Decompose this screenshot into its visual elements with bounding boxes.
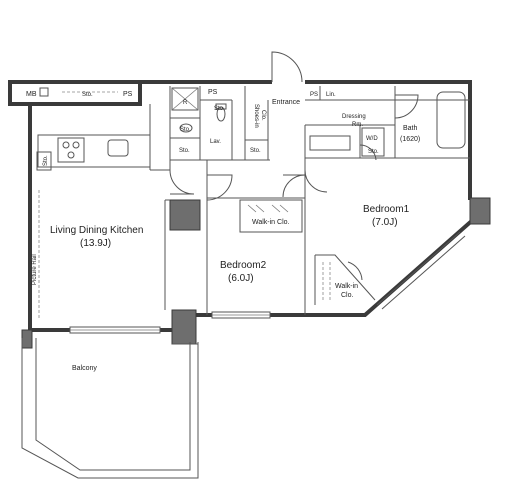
label-ps-left: PS [123,91,133,98]
label-ldk: Living Dining Kitchen [50,225,143,236]
label-r: R [183,100,188,106]
doors [169,51,419,281]
exterior-walls [8,80,477,332]
label-entrance: Entrance [272,99,300,106]
windows [69,231,466,334]
label-ps-right: PS [310,92,318,98]
label-bed1-size: (7.0J) [372,217,398,228]
label-sto-wc: Sto. [214,106,225,112]
bathtub [436,91,466,149]
label-sto-top: Sto. [82,92,93,98]
label-dressing-2: Rm. [352,122,363,128]
label-ldk-size: (13.9J) [80,238,111,249]
column-bottom [171,309,197,345]
label-mb: MB [26,91,37,98]
label-bath: Bath [403,125,418,132]
labels: MB Sto. PS R PS Sto. Lav. Sto. Sto. Sto.… [26,89,420,372]
label-shoes-2: Clo. [260,110,266,121]
label-sto-core: Sto. [250,148,261,154]
label-walkin-2b: Clo. [341,292,354,299]
label-sto-kitchen: Sto. [43,155,49,166]
label-sto-wd: Sto. [368,149,379,155]
label-wd: W/D [366,136,378,142]
label-sto-lav-left: Sto. [180,127,191,133]
label-walkin-1: Walk-in Clo. [252,219,290,226]
kitchen-counter [37,134,151,168]
label-lin: Lin. [326,92,336,98]
label-bed1: Bedroom1 [363,204,410,215]
label-sto-lav-bottom: Sto. [179,148,190,154]
label-lav: Lav. [210,139,221,145]
label-dressing-1: Dressing [342,114,366,120]
columns [21,197,491,349]
label-walkin-2a: Walk-in [335,283,358,290]
label-bath-size: (1620) [400,136,420,143]
label-bed2-size: (6.0J) [228,273,254,284]
label-ps-center: PS [208,89,218,96]
label-shoes-1: Shoes-in [253,104,259,128]
label-picture-rail: Picture Rail [32,254,38,285]
column-right [469,197,491,225]
fixtures [36,87,466,318]
label-bed2: Bedroom2 [220,260,267,271]
column-center [169,199,201,231]
column-left [21,329,33,349]
label-balcony: Balcony [72,365,97,372]
